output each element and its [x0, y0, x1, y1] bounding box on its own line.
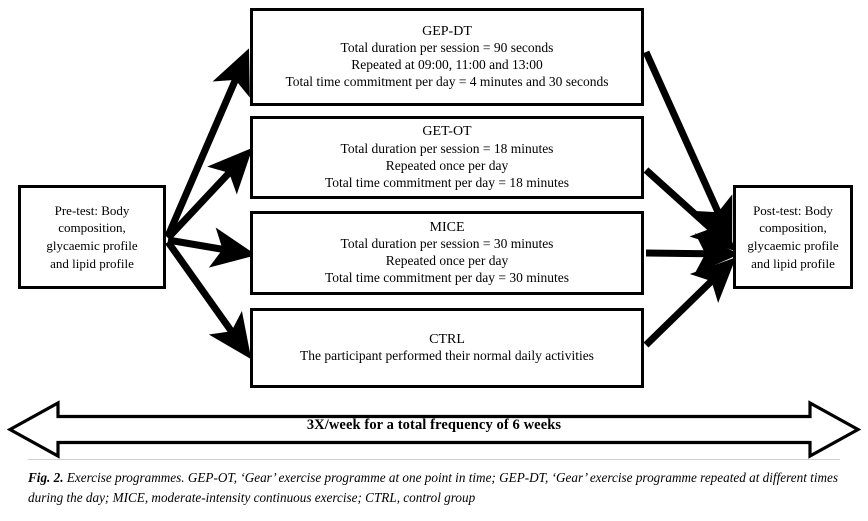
group-detail-get-ot-1: Total duration per session = 18 minutes [340, 140, 554, 156]
posttest-line-3: glycaemic profile [747, 238, 839, 253]
pretest-line-2: composition, [58, 220, 126, 236]
arrow-getot-to-posttest [643, 167, 737, 252]
pretest-line-4: and lipid profile [50, 255, 134, 271]
group-title-mice: MICE [429, 219, 465, 235]
arrow-mice-to-posttest [645, 233, 740, 274]
group-detail-gep-dt-1: Total duration per session = 90 seconds [340, 40, 554, 56]
group-detail-mice-1: Total duration per session = 30 minutes [340, 236, 554, 252]
group-detail-mice-3: Total time commitment per day = 30 minut… [325, 270, 569, 286]
arrow-pretest-to-ctrl [165, 239, 252, 360]
caption-divider [28, 459, 840, 460]
posttest-line-2: composition, [759, 220, 827, 236]
group-box-mice: MICE Total duration per session = 30 min… [250, 211, 644, 295]
group-box-ctrl: CTRL The participant performed their nor… [250, 308, 644, 388]
posttest-line-1: Post-test: Body [753, 202, 833, 218]
group-box-get-ot: GET-OT Total duration per session = 18 m… [250, 116, 644, 199]
group-detail-mice-2: Repeated once per day [385, 253, 509, 269]
pretest-box: Pre-test: Body composition, glycaemic pr… [18, 185, 166, 289]
group-title-gep-dt: GEP-DT [422, 23, 472, 39]
arrow-pretest-to-getot [165, 147, 253, 241]
group-detail-get-ot-2: Repeated once per day [385, 157, 509, 173]
arrow-gepdt-to-posttest [642, 50, 733, 244]
posttest-box: Post-test: Body composition, glycaemic p… [733, 185, 853, 289]
group-detail-ctrl-1: The participant performed their normal d… [300, 348, 594, 364]
posttest-line-4: and lipid profile [751, 255, 835, 271]
group-detail-gep-dt-3: Total time commitment per day = 4 minute… [285, 74, 609, 90]
figure-caption-label: Fig. 2. [28, 470, 64, 485]
group-detail-gep-dt-2: Repeated at 09:00, 11:00 and 13:00 [351, 57, 543, 73]
group-title-get-ot: GET-OT [422, 124, 472, 140]
figure-caption-text: Exercise programmes. GEP-OT, ‘Gear’ exer… [28, 470, 839, 506]
pretest-line-3: glycaemic profile [46, 238, 138, 253]
group-title-ctrl: CTRL [429, 331, 465, 347]
pretest-line-1: Pre-test: Body [54, 202, 130, 218]
group-box-gep-dt: GEP-DT Total duration per session = 90 s… [250, 8, 644, 106]
arrow-ctrl-to-posttest [643, 257, 737, 348]
group-detail-get-ot-3: Total time commitment per day = 18 minut… [325, 174, 569, 190]
timeline-label: 3X/week for a total frequency of 6 weeks [306, 417, 562, 433]
arrow-pretest-to-mice [167, 227, 257, 268]
figure-caption: Fig. 2. Exercise programmes. GEP-OT, ‘Ge… [28, 468, 846, 509]
arrow-pretest-to-gepdt [164, 48, 250, 238]
